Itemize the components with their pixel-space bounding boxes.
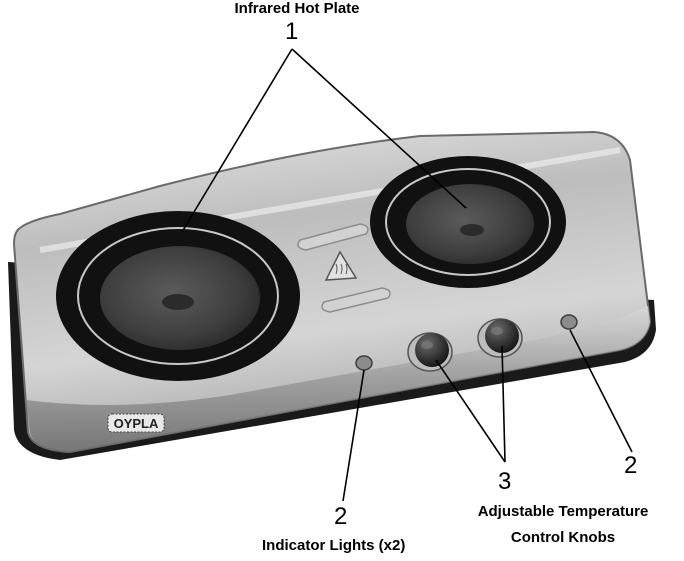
- left-indicator-light: [356, 356, 372, 370]
- left-burner: [56, 211, 300, 381]
- right-indicator-light: [561, 315, 577, 329]
- adjustable-knobs-label-line1: Adjustable Temperature: [468, 503, 658, 521]
- right-burner: [370, 156, 566, 288]
- callout-2-right: 2: [624, 453, 637, 479]
- left-temperature-knob: [408, 333, 452, 371]
- brand-logo-text: OYPLA: [114, 416, 159, 431]
- brand-badge: OYPLA: [108, 414, 164, 432]
- callout-2-left: 2: [334, 504, 347, 530]
- callout-1: 1: [285, 19, 298, 45]
- right-temperature-knob: [478, 319, 522, 357]
- callout-3: 3: [498, 469, 511, 495]
- diagram-title: Infrared Hot Plate: [0, 0, 594, 18]
- indicator-lights-label: Indicator Lights (x2): [262, 537, 405, 555]
- adjustable-knobs-label-line2: Control Knobs: [468, 529, 658, 547]
